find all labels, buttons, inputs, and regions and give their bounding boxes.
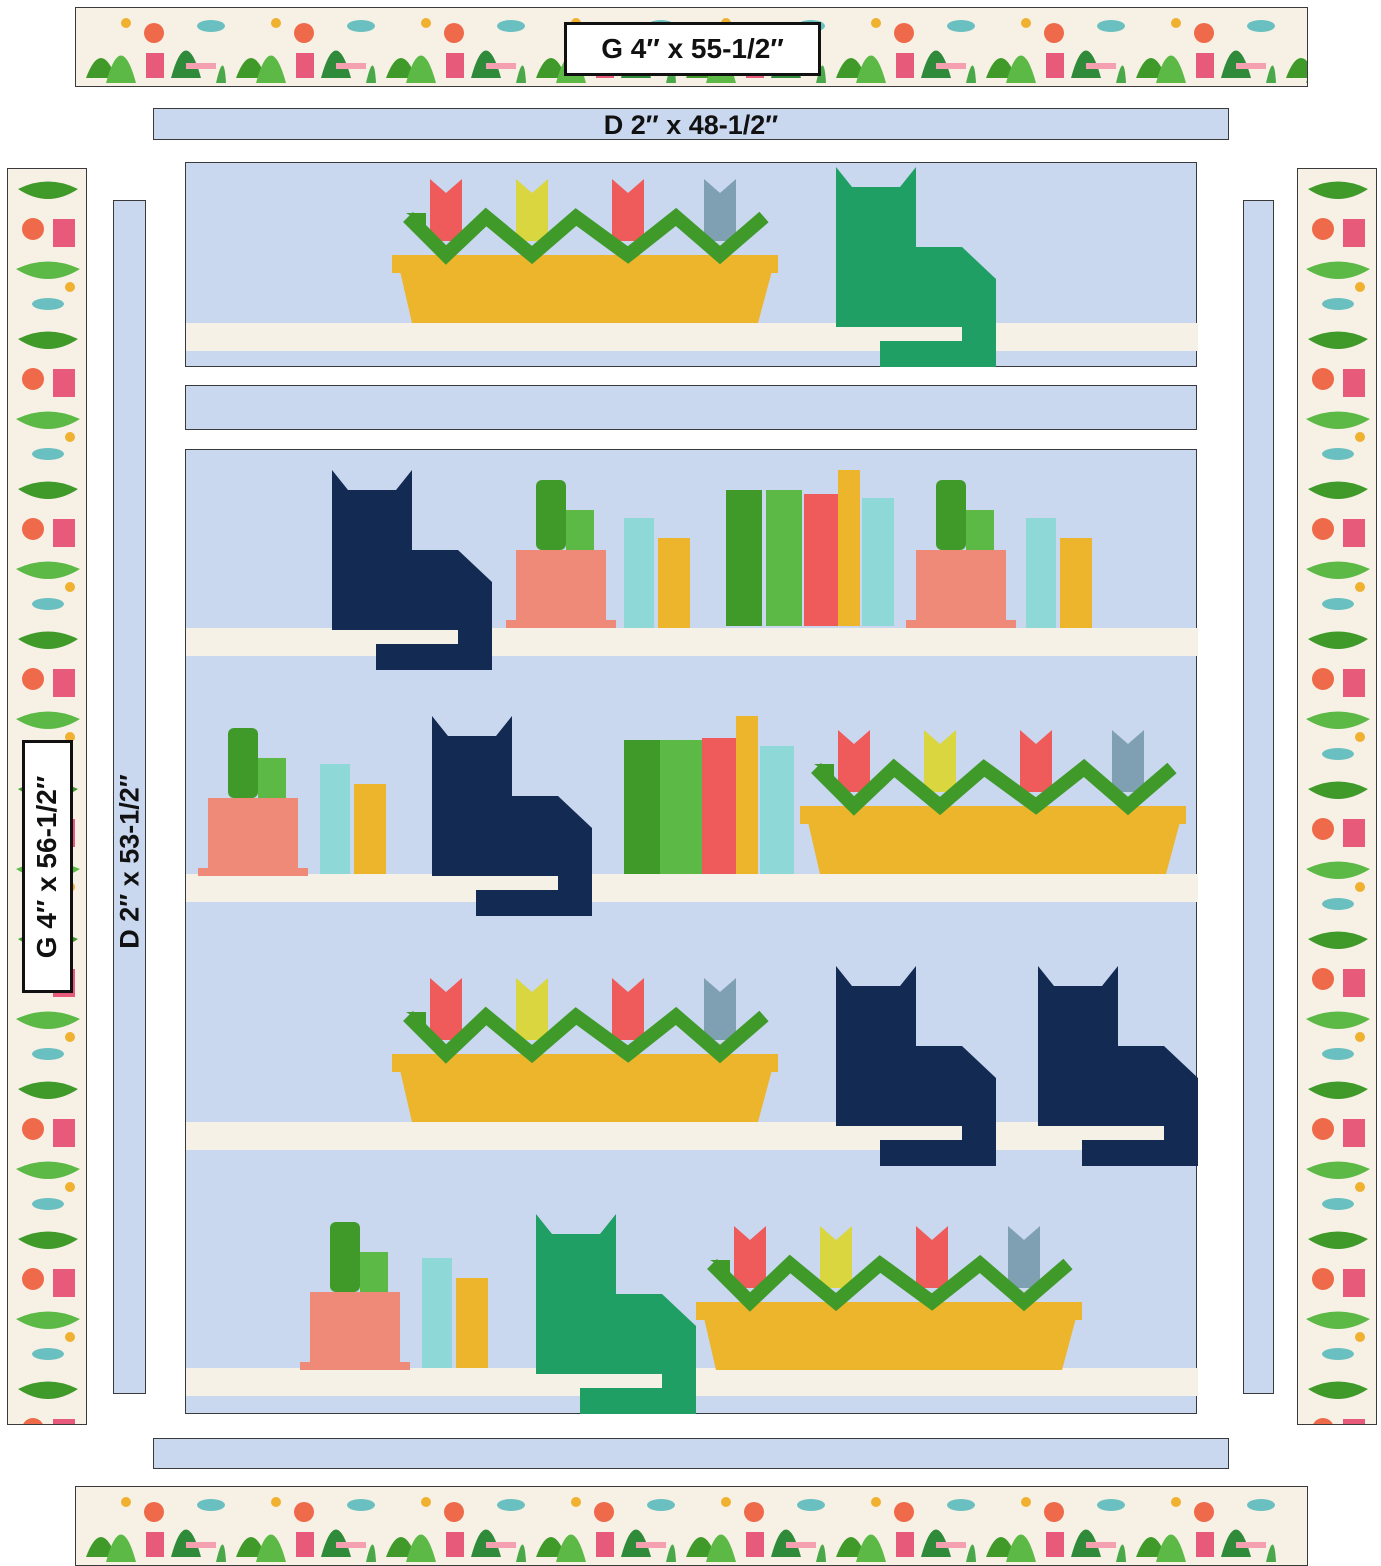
top-quilt-panel [185,162,1198,367]
tulip-planter-icon [392,179,778,323]
middle-sashing-strip [185,385,1197,430]
left-sashing-strip: D 2″ x 53-1/2″ [113,200,146,1394]
book-stack-icon [422,1258,488,1368]
floral-print-icon [1298,169,1376,1424]
left-border-strip: G 4″ x 56-1/2″ [7,168,87,1425]
left-sashing-label: D 2″ x 53-1/2″ [115,773,145,949]
main-quilt-panel [185,449,1198,1414]
tulip-planter-icon [392,978,778,1122]
left-border-label: G 4″ x 56-1/2″ [22,740,73,993]
bottom-border-strip [75,1486,1308,1566]
floral-print-icon [8,169,86,1424]
book-stack-icon [624,518,690,628]
floral-print-icon [76,1487,1276,1565]
bottom-sashing-strip [153,1438,1229,1469]
cactus-pot-icon [906,480,1016,628]
left-border-label-text: G 4″ x 56-1/2″ [31,775,63,958]
floral-print-icon [76,8,1307,86]
top-sashing-strip: D 2″ x 48-1/2″ [153,108,1229,140]
top-border-strip: G 4″ x 55-1/2″ [75,7,1308,87]
book-stack-icon [320,764,386,874]
tulip-planter-icon [800,730,1186,874]
top-sashing-label: D 2″ x 48-1/2″ [603,110,779,140]
cactus-pot-icon [198,728,308,876]
right-sashing-strip [1243,200,1274,1394]
book-stack-icon [1026,518,1092,628]
left-sashing-label-wrap: D 2″ x 53-1/2″ [114,741,147,981]
right-border-strip [1297,168,1377,1425]
top-border-label: G 4″ x 55-1/2″ [564,22,821,76]
tulip-planter-icon [696,1226,1082,1370]
cactus-pot-icon [300,1222,410,1370]
cactus-pot-icon [506,480,616,628]
